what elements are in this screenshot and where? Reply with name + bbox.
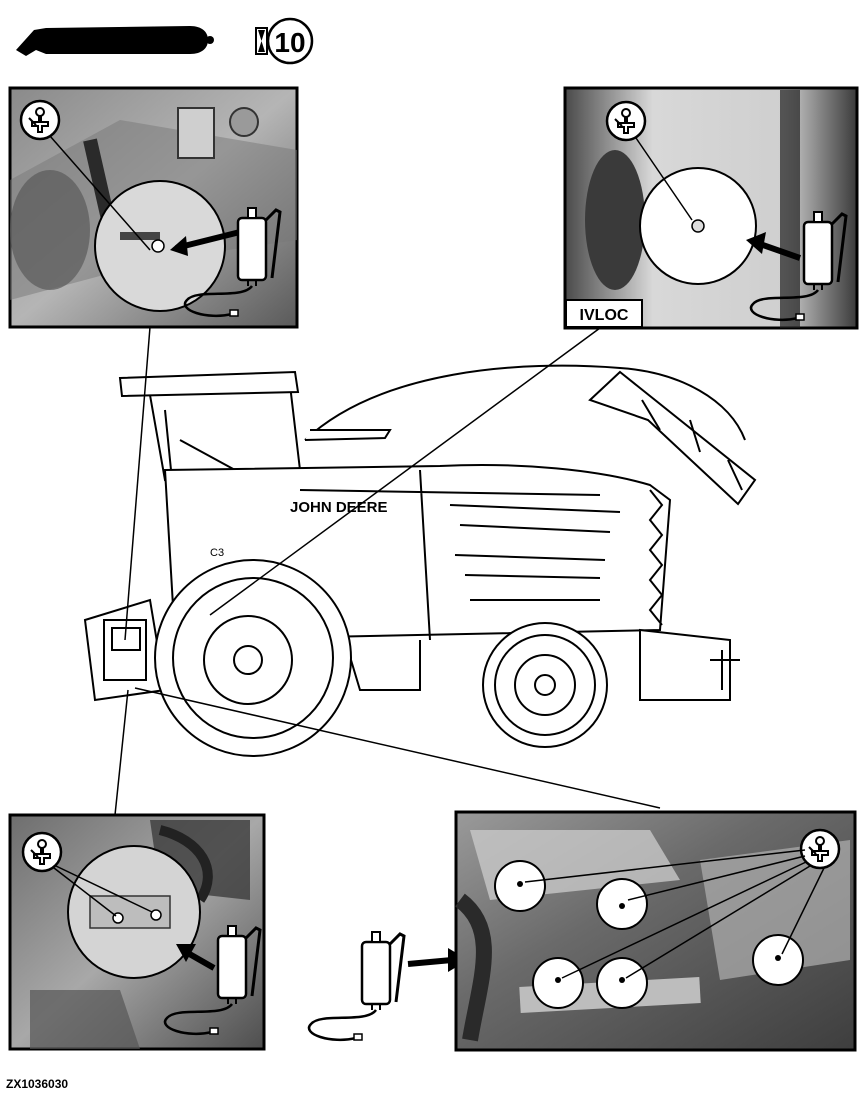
grease-fitting-icon [799, 828, 841, 870]
panel-top-right: IVLOC [563, 86, 859, 330]
panel-bottom-right [454, 810, 857, 1052]
interval-indicator: 10 [255, 17, 314, 65]
figure-code: ZX1036030 [6, 1077, 69, 1091]
grease-gun-icon [16, 26, 214, 56]
grease-fitting-icon [605, 100, 647, 142]
location-label: IVLOC [580, 307, 629, 324]
grease-fitting-icon [19, 99, 61, 141]
grease-fitting-icon [21, 831, 63, 873]
panel-top-left [8, 86, 299, 329]
cab-label: C3 [210, 547, 224, 559]
brand-text: JOHN DEERE [290, 499, 388, 516]
panel-bottom-left [8, 813, 266, 1051]
grease-gun-icon [307, 930, 406, 1042]
interval-hours: 10 [274, 27, 305, 58]
forage-harvester-drawing: JOHN DEERE C3 [83, 364, 757, 757]
hourglass-icon [258, 30, 265, 52]
leader-lines [114, 326, 661, 816]
header: 10 [16, 17, 314, 65]
grease-gun-standalone [307, 930, 468, 1042]
